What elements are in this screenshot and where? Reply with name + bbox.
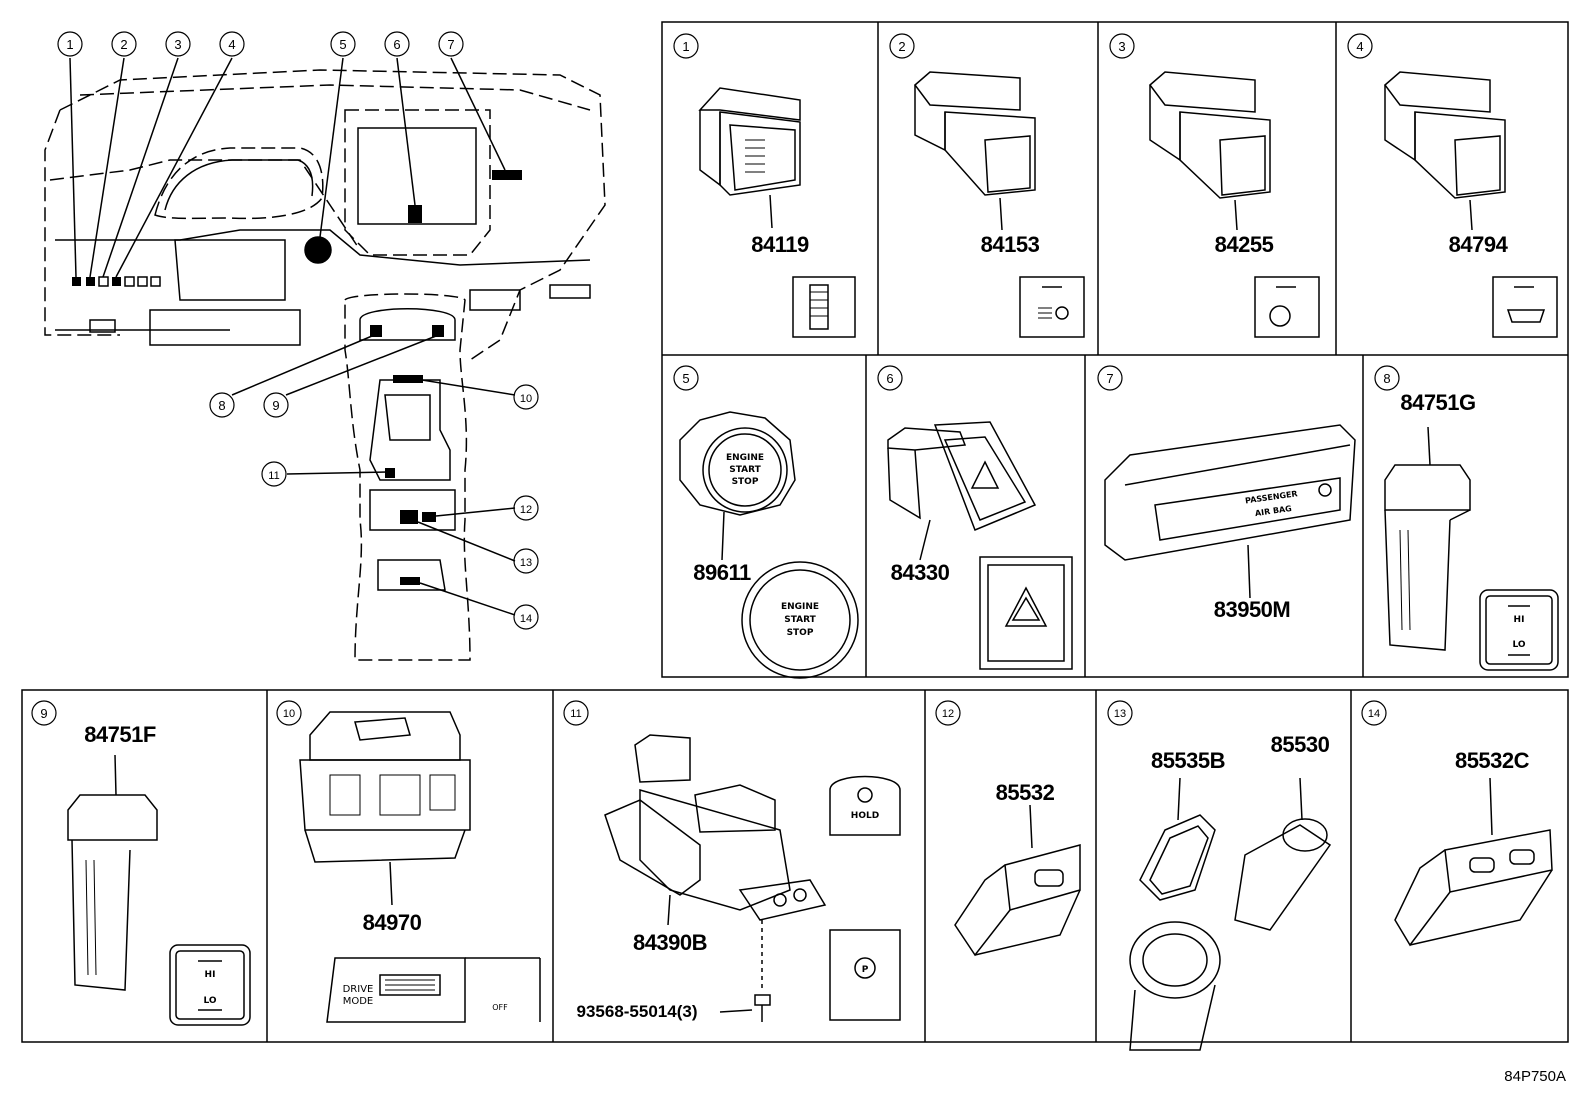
hi-label-9: HI [205,970,216,980]
panel-3: 84255 [1148,71,1320,338]
overview-callout-8: 8 [218,398,225,413]
part-number-84255: 84255 [1215,232,1274,257]
hold-label: HOLD [851,811,879,821]
part-number-84970: 84970 [363,910,422,935]
overview-callout-4: 4 [228,37,235,52]
panel-13: 85535B 85530 [1129,732,1332,1051]
part-number-85532: 85532 [996,780,1055,805]
part-number-84390b: 84390B [633,930,707,955]
panel-callout-2: 2 [898,39,905,54]
panel-callout-8: 8 [1383,371,1390,386]
dashboard-overview [44,57,606,661]
overview-callout-5: 5 [339,37,346,52]
panel-7: 83950M PASSENGER AIR BAG [1104,424,1356,622]
overview-callout-6: 6 [393,37,400,52]
lo-label-8: LO [1512,640,1525,650]
overview-callout-2: 2 [120,37,127,52]
passenger-label: PASSENGER [1245,489,1299,505]
panel-6: 84330 [887,421,1073,670]
panel-callout-14: 14 [1368,708,1380,720]
overview-callout-3: 3 [174,37,181,52]
off-label-10: OFF [492,1003,508,1012]
overview-callout-13: 13 [520,557,532,569]
panel-callout-13: 13 [1114,708,1126,720]
engine-label-small: ENGINE [726,453,764,463]
panel-grid [21,21,1569,1043]
airbag-label: AIR BAG [1254,504,1292,518]
engine-label: ENGINE [781,602,819,612]
part-number-83950m: 83950M [1214,597,1291,622]
overview-callout-10: 10 [520,393,532,405]
panel-callout-5: 5 [682,371,689,386]
overview-callouts [57,31,539,630]
overview-callout-7: 7 [447,37,454,52]
part-number-84119: 84119 [751,232,809,257]
panel-callout-1: 1 [682,39,689,54]
part-number-84751g: 84751G [1400,390,1475,415]
part-number-85535b: 85535B [1151,748,1225,773]
panel-9: 84751F HI LO [67,722,251,1026]
panel-4: 84794 [1383,71,1558,338]
overview-callout-1: 1 [66,37,73,52]
lo-label-9: LO [203,996,216,1006]
stop-label-small: STOP [732,477,759,487]
panel-2: 84153 [913,71,1085,338]
panel-callout-9: 9 [40,706,47,721]
panel-callout-11: 11 [570,708,581,720]
panel-1: 84119 [698,87,856,338]
panel-callout-4: 4 [1356,39,1363,54]
overview-callout-9: 9 [272,398,279,413]
hi-label-8: HI [1514,615,1525,625]
panel-callout-12: 12 [942,708,954,720]
part-number-84153: 84153 [981,232,1040,257]
mode-label: MODE [343,996,374,1007]
overview-callout-11: 11 [268,470,279,482]
start-label: START [784,615,816,625]
drive-label: DRIVE [343,984,374,995]
part-number-84330: 84330 [891,560,950,585]
panel-callout-6: 6 [886,371,893,386]
panel-14: 85532C [1394,748,1553,947]
panel-11: 84390B 93568-55014(3) HOLD P [577,734,901,1022]
panel-12: 85532 [954,780,1081,957]
panel-10: 84970 DRIVE MODE OFF [299,711,541,1023]
diagram-code: 84P750A [1504,1068,1566,1085]
panel-callouts [31,33,1400,726]
panel-8: 84751G HI LO [1384,390,1559,671]
panel-5: 89611 ENGINE START STOP ENGINE START STO… [679,411,859,679]
overview-callout-12: 12 [520,504,532,516]
panel-callout-3: 3 [1118,39,1125,54]
part-number-89611: 89611 [693,560,751,585]
part-number-84794: 84794 [1449,232,1509,257]
part-number-85530: 85530 [1271,732,1330,757]
part-number-85532c: 85532C [1455,748,1530,773]
part-number-93568-55014: 93568-55014(3) [577,1002,698,1021]
start-label-small: START [729,465,761,475]
stop-label: STOP [787,628,814,638]
part-number-84751f: 84751F [84,722,156,747]
parking-p-label: P [862,965,869,975]
panel-callout-7: 7 [1106,371,1113,386]
overview-callout-14: 14 [520,613,532,625]
panel-callout-10: 10 [283,708,295,720]
